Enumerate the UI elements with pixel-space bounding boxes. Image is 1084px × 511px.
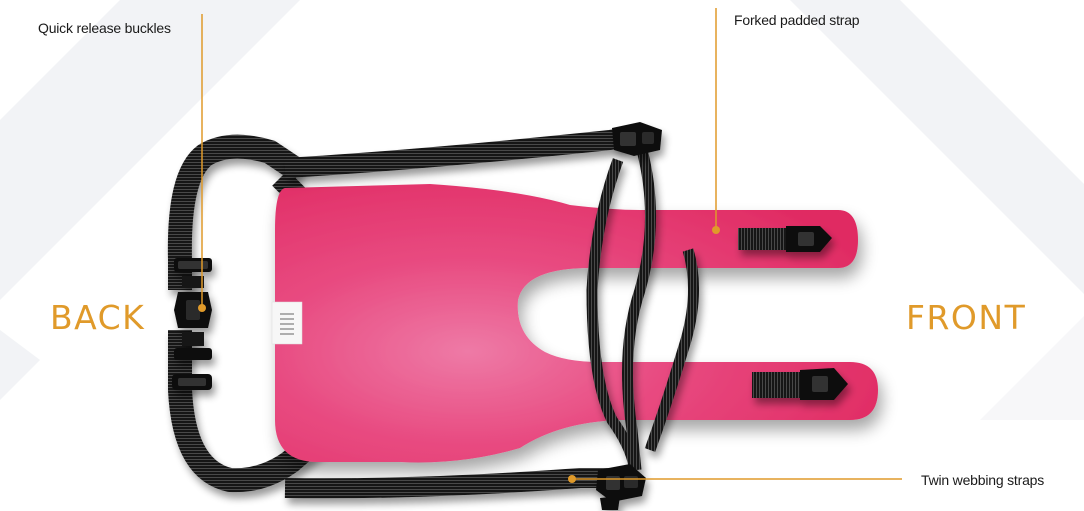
leader-dot-forked-padded bbox=[712, 226, 720, 234]
fork-buckle-lower bbox=[752, 368, 848, 400]
back-label: BACK bbox=[50, 298, 145, 337]
twin-webbing-straps bbox=[592, 150, 694, 470]
front-label: FRONT bbox=[906, 298, 1026, 337]
callout-forked-padded-strap: Forked padded strap bbox=[734, 12, 859, 28]
leader-dot-twin-webbing bbox=[568, 475, 576, 483]
care-label-tag bbox=[272, 302, 302, 344]
quick-release-buckle-bottom bbox=[596, 464, 646, 510]
callout-twin-webbing-straps: Twin webbing straps bbox=[921, 472, 1044, 488]
forked-padded-strap bbox=[275, 184, 878, 462]
quick-release-buckle-top bbox=[612, 122, 662, 156]
callout-quick-release-buckles: Quick release buckles bbox=[38, 20, 171, 36]
leader-dot-quick-release bbox=[198, 304, 206, 312]
fork-buckle-upper bbox=[738, 226, 832, 252]
